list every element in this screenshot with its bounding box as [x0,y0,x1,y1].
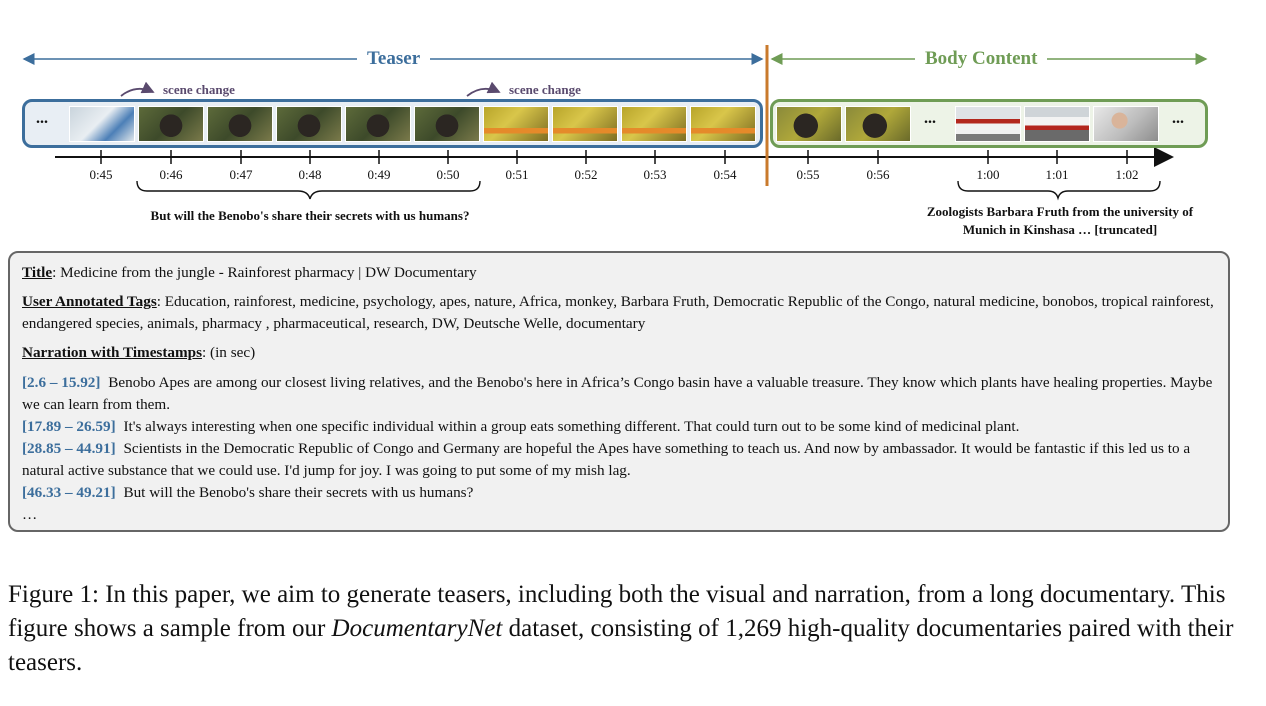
title-label: Title [22,264,53,281]
timeline-tick-label: 0:53 [643,167,667,182]
video-frame-person [1093,106,1159,142]
video-frame-title-card [690,106,756,142]
body-narration-caption: Zoologists Barbara Fruth from the univer… [880,203,1240,239]
timeline-tick-label: 0:56 [866,167,890,182]
caption-prefix: Figure 1: In this paper, we aim to gener… [8,581,1226,642]
timeline-tick-label: 0:45 [89,167,113,182]
timeline-tick-label: 0:50 [436,167,460,182]
body-content-label: Body Content [915,48,1048,70]
timeline-tick-label: 0:49 [367,167,391,182]
narration-item: [17.89 – 26.59] It's always interesting … [22,416,1216,438]
narration-header-row: Narration with Timestamps: (in sec) [22,342,1216,364]
timeline-tick-label: 0:52 [574,167,598,182]
video-frame-bonobo [138,106,204,142]
narration-item: [28.85 – 44.91] Scientists in the Democr… [22,438,1216,482]
narration-item: [46.33 – 49.21] But will the Benobo's sh… [22,482,1216,504]
narration-item: [2.6 – 15.92] Benobo Apes are among our … [22,372,1216,416]
metadata-box: Title: Medicine from the jungle - Rainfo… [8,251,1230,532]
video-frame-bonobo [345,106,411,142]
caption-dataset-name: DocumentaryNet [331,615,503,642]
video-frame-bonobo [845,106,911,142]
narration-list: [2.6 – 15.92] Benobo Apes are among our … [22,372,1216,526]
teaser-caption-brace [136,180,481,200]
timeline-tick-label: 0:51 [505,167,529,182]
video-frame-airplane [1024,106,1090,142]
figure-caption: Figure 1: In this paper, we aim to gener… [8,578,1258,680]
title-value: : Medicine from the jungle - Rainforest … [52,264,477,281]
body-caption-line-2: Munich in Kinshasa … [truncated] [962,222,1158,237]
body-caption-brace [957,180,1161,201]
narration-unit: : (in sec) [202,344,256,361]
teaser-narration-caption: But will the Benobo's share their secret… [150,208,470,223]
timeline-tick-label: 0:55 [796,167,820,182]
video-frame-bonobo [207,106,273,142]
narration-label: Narration with Timestamps [22,344,203,361]
timeline-tick-label: 0:54 [713,167,737,182]
narration-timestamp: [46.33 – 49.21] [22,484,116,501]
video-frame-title-card [552,106,618,142]
tags-row: User Annotated Tags: Education, rainfore… [22,291,1216,335]
body-caption-line-1: Zoologists Barbara Fruth from the univer… [926,204,1194,219]
narration-timestamp: [28.85 – 44.91] [22,440,116,457]
scene-change-label-2: scene change [509,82,581,97]
narration-timestamp: [2.6 – 15.92] [22,374,101,391]
title-row: Title: Medicine from the jungle - Rainfo… [22,262,1216,284]
video-frame-bonobo [776,106,842,142]
tags-value: : Education, rainforest, medicine, psych… [22,293,1214,332]
timeline-tick-label: 0:48 [298,167,322,182]
tags-label: User Annotated Tags [22,293,157,310]
video-frame-title-card [483,106,549,142]
teaser-label: Teaser [357,48,431,70]
video-frame-lab [69,106,135,142]
narration-text: But will the Benobo's share their secret… [123,484,474,501]
caption-suffix: dataset, consisting of 1,269 high-qualit… [8,615,1234,676]
video-frame-airplane [955,106,1021,142]
scene-change-arrow-2 [466,81,501,97]
body-strip-ellipsis-2: ... [1172,110,1184,127]
narration-text: It's always interesting when one specifi… [123,418,1020,435]
narration-text: Scientists in the Democratic Republic of… [22,440,1191,479]
timeline-tick-label: 0:47 [229,167,253,182]
narration-text: Benobo Apes are among our closest living… [22,374,1213,413]
teaser-strip-ellipsis: ... [36,110,48,127]
body-strip-ellipsis-1: ... [924,110,936,127]
timeline-tick-label: 1:02 [1115,167,1139,182]
video-frame-bonobo [276,106,342,142]
narration-timestamp: [17.89 – 26.59] [22,418,116,435]
narration-trailing-ellipsis: … [22,506,38,523]
scene-change-label-1: scene change [163,82,235,97]
figure-diagram [22,45,1208,201]
timeline-tick-label: 1:01 [1045,167,1069,182]
video-frame-title-card [621,106,687,142]
scene-change-arrow-1 [120,81,155,97]
video-frame-bonobo [414,106,480,142]
timeline-tick-label: 0:46 [159,167,183,182]
timeline-tick-label: 1:00 [976,167,1000,182]
